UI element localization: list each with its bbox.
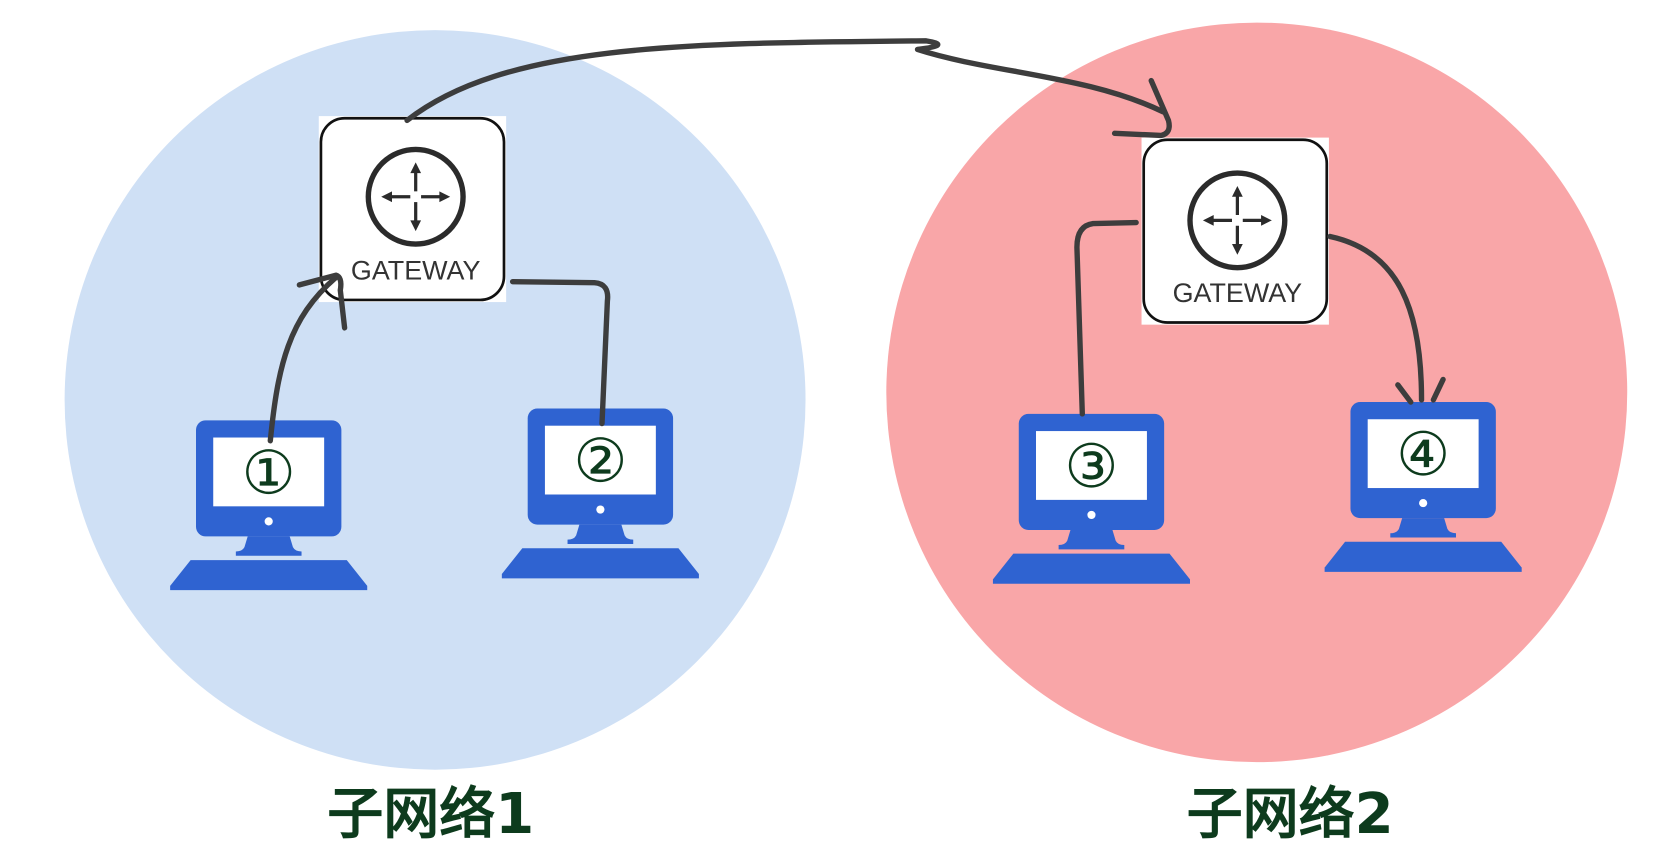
subnet-1-label: 子网络1: [327, 782, 534, 847]
link-gw1-gw2: [404, 38, 1166, 124]
arrow-head-gw1: [296, 272, 348, 331]
link-gw1-pc2: [509, 278, 611, 427]
gateway-2-label: GATEWAY: [1173, 278, 1303, 308]
computer-4-number: ④: [1396, 420, 1450, 490]
gateway-1[interactable]: GATEWAY: [318, 116, 507, 303]
link-pc1-gw1: [267, 274, 339, 444]
arrow-head-gw2: [1111, 77, 1172, 139]
computer-2-number: ②: [573, 427, 627, 497]
gateway-1-label: GATEWAY: [351, 256, 481, 286]
computer-1[interactable]: ①: [170, 420, 368, 591]
subnet-2-area: [886, 22, 1628, 763]
computer-3[interactable]: ③: [992, 413, 1190, 584]
computer-4[interactable]: ④: [1324, 402, 1522, 572]
link-gw2-pc4: [1327, 233, 1425, 403]
link-gw2-pc3: [1074, 219, 1139, 417]
computer-1-number: ①: [242, 438, 296, 508]
arrow-head-pc4: [1395, 376, 1446, 405]
subnet-2-label: 子网络2: [1187, 782, 1394, 847]
computer-3-number: ③: [1064, 432, 1118, 502]
gateway-2[interactable]: GATEWAY: [1141, 137, 1329, 325]
computer-2[interactable]: ②: [501, 408, 699, 579]
